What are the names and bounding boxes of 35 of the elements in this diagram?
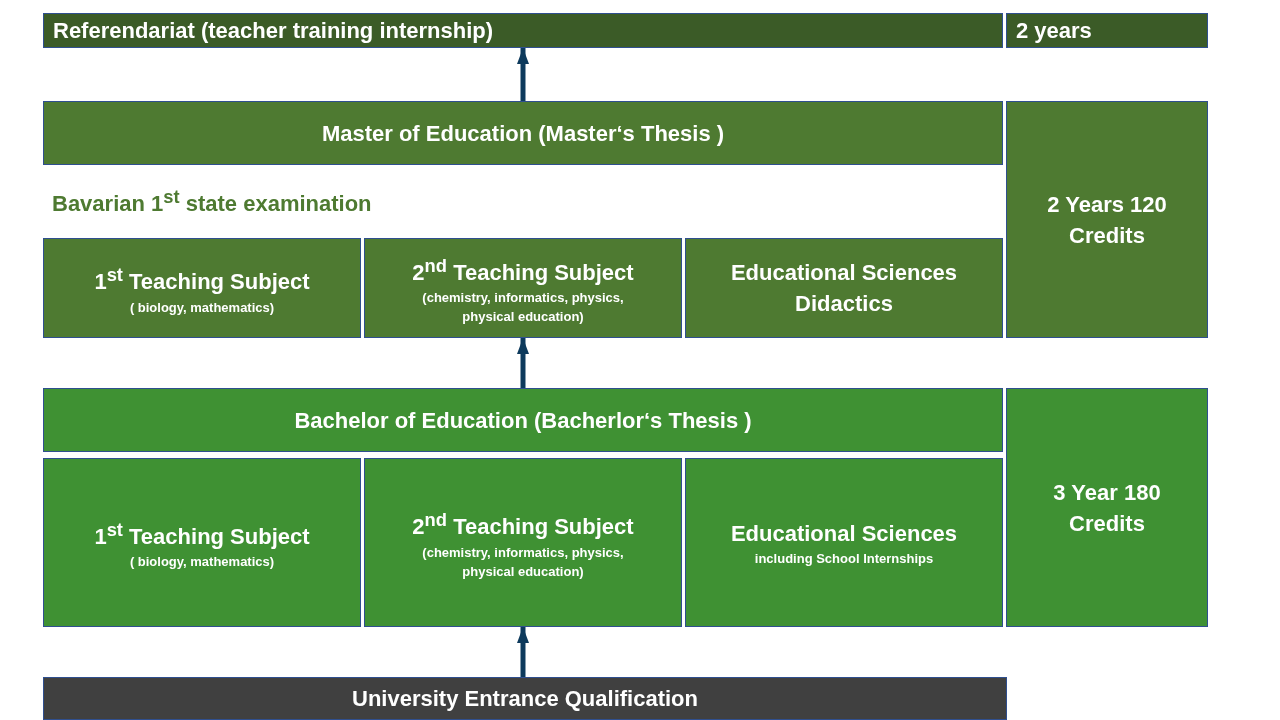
box-heading: 2 Years 120 Credits (1046, 190, 1168, 250)
degree-box (43, 101, 1003, 165)
box-heading: Referendariat (teacher training internship) (53, 17, 494, 45)
title-bar (43, 13, 1003, 48)
duration-box (1006, 101, 1208, 338)
box-heading: Bachelor of Education (Bacherlor‘s Thesis ) (294, 406, 752, 435)
box-heading: Master of Education (Master‘s Thesis ) (321, 119, 725, 148)
duration-bar (1006, 13, 1208, 48)
box-heading: University Entrance Qualification (352, 685, 698, 713)
subject-box (43, 458, 361, 627)
box-heading: 2$^{nd}$ Teaching Subject (412, 508, 634, 542)
box-heading: 1$^{st}$ Teaching Subject (94, 517, 310, 552)
subject-box (364, 458, 682, 627)
box-subtext: (chemistry, informatics, physics, physical education) (421, 543, 625, 581)
box-subtext: including School Internships (754, 549, 934, 568)
exam-note: Bavarian 1$^{st}$ state examination (52, 186, 372, 218)
box-heading: Educational Sciences (730, 519, 958, 548)
subject-box (685, 458, 1003, 627)
box-heading: 1$^{st}$ Teaching Subject (94, 263, 310, 297)
box-heading: 3 Year 180 Credits (1052, 478, 1162, 538)
box-heading: Educational Sciences Didactics (729, 259, 959, 318)
arrow (517, 48, 529, 101)
duration-box (1006, 388, 1208, 627)
box-subtext: ( biology, mathematics) (129, 298, 275, 317)
subject-box (685, 238, 1003, 338)
qualification-bar (43, 677, 1007, 720)
degree-box (43, 388, 1003, 452)
subject-box (364, 238, 682, 338)
arrow (517, 338, 529, 388)
box-heading: 2 years (1016, 17, 1092, 45)
arrow (517, 627, 529, 677)
box-subtext: (chemistry, informatics, physics, physical education) (421, 289, 625, 327)
box-subtext: ( biology, mathematics) (129, 553, 275, 572)
box-heading: 2$^{nd}$ Teaching Subject (412, 253, 634, 288)
subject-box (43, 238, 361, 338)
